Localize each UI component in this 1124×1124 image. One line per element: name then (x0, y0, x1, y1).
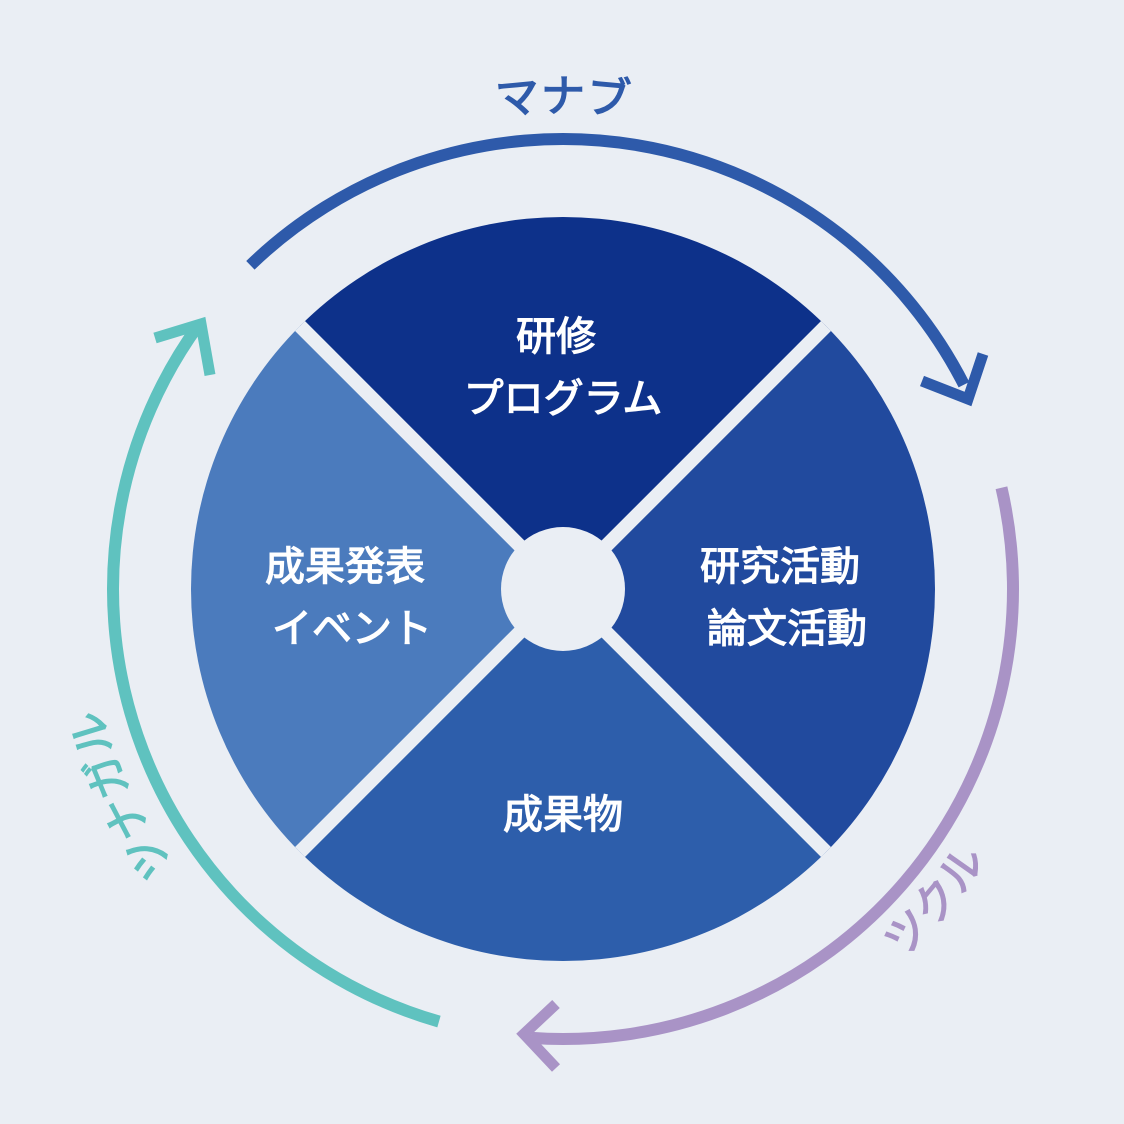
segment-label-training: 研修 プログラム (464, 314, 663, 422)
segment-label-deliverables: 成果物 (503, 792, 623, 838)
cycle-label-learn: マナブ (493, 71, 632, 126)
segment-deliverables (299, 589, 827, 961)
center-circle (501, 527, 625, 651)
cycle-arc-connect (106, 320, 441, 1028)
cycle-pie (191, 216, 935, 961)
cycle-arc-learn (246, 133, 970, 388)
arrowhead-icon (153, 316, 216, 376)
arrowhead-icon (919, 352, 989, 407)
segment-research-activities (563, 325, 935, 853)
segment-presentation-events (191, 325, 563, 853)
arrowhead-icon (516, 999, 561, 1072)
cycle-arc-make (531, 486, 1019, 1045)
segment-label-events: 成果発表 イベント (265, 544, 439, 652)
segment-training-program (299, 216, 827, 589)
segment-label-research: 研究活動 論文活動 (700, 544, 874, 652)
